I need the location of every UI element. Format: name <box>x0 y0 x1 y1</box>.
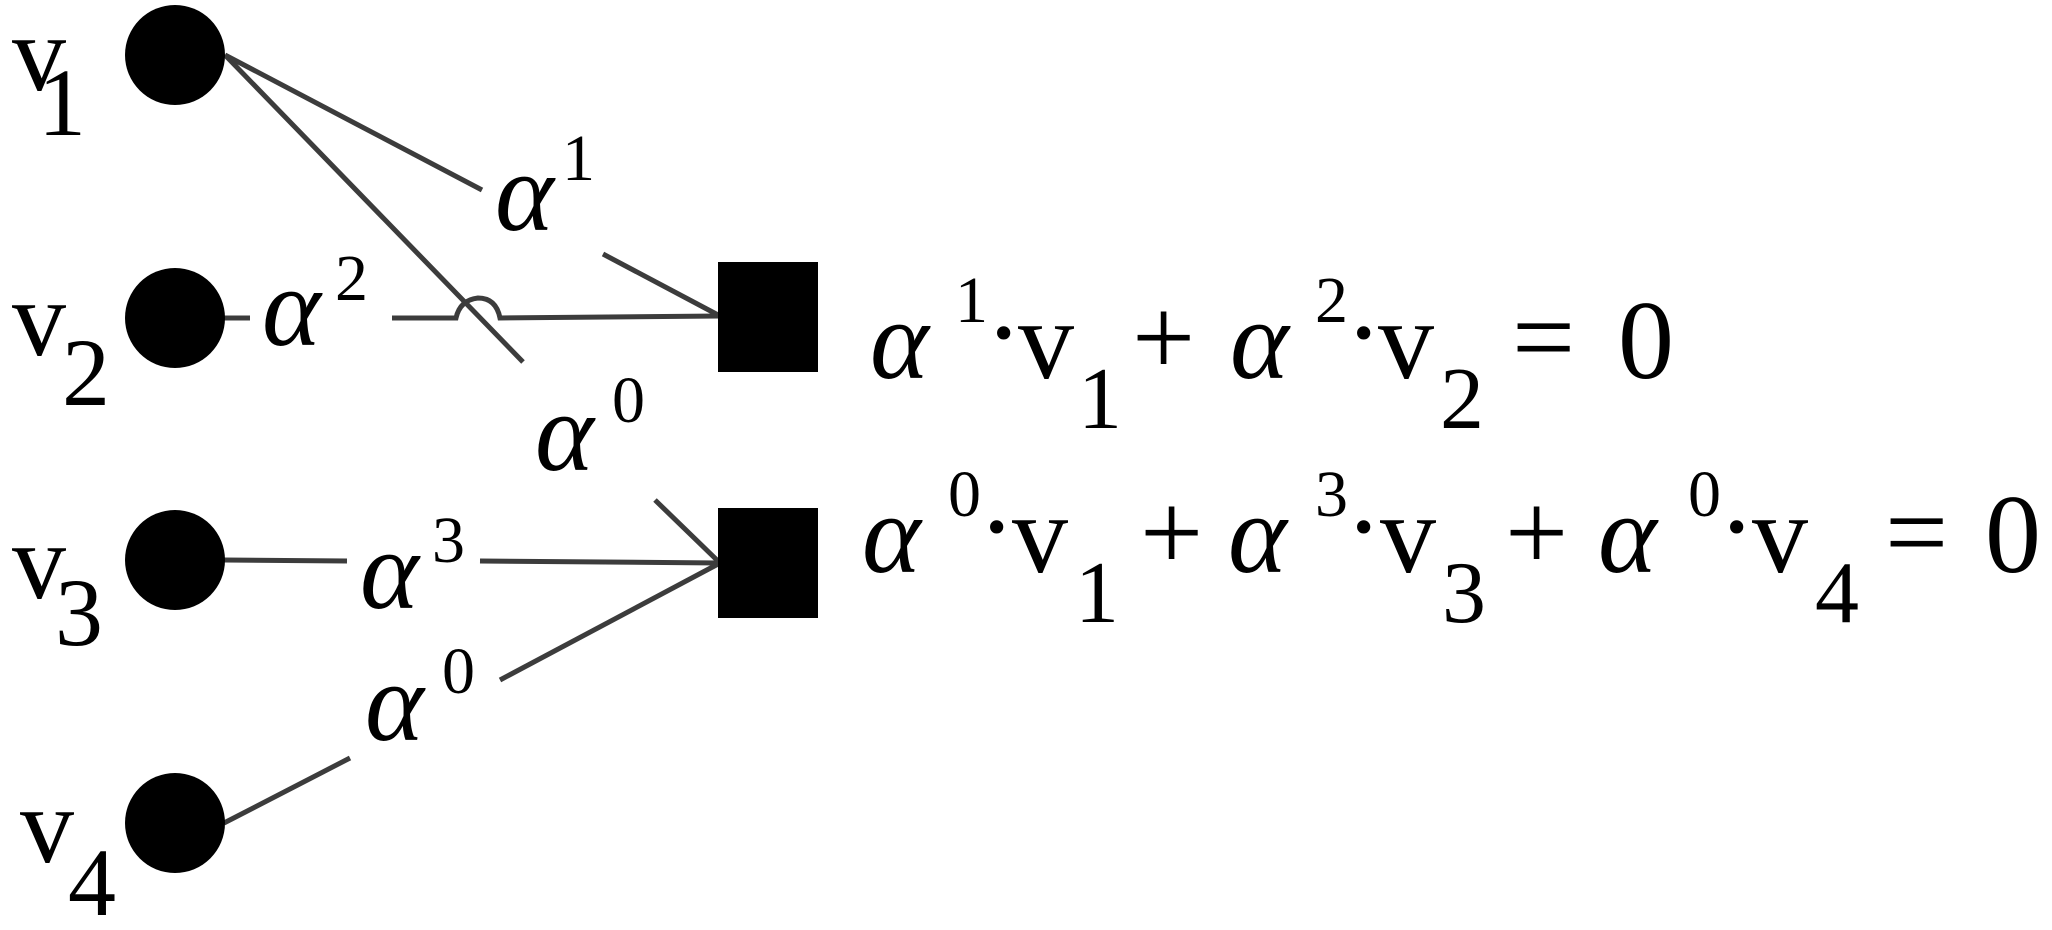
svg-text:·: · <box>1345 465 1382 589</box>
edge-label-v1-c1: α 1 <box>495 122 595 255</box>
svg-text:3: 3 <box>1442 545 1486 642</box>
edge-label-v2-c1: α 2 <box>262 242 368 370</box>
variable-sub-v2: 2 <box>62 319 110 426</box>
svg-text:·: · <box>1345 271 1382 395</box>
svg-text:=: = <box>1885 471 1948 595</box>
check-node-c2 <box>718 508 818 618</box>
equation-2: α 0 · v 1 + α 3 · v 3 + α 0 · v 4 = 0 <box>862 458 2041 642</box>
svg-text:·: · <box>1718 465 1755 589</box>
edge-v1-c1 <box>223 52 722 319</box>
svg-text:v: v <box>1378 279 1434 403</box>
svg-text:+: + <box>1505 471 1568 595</box>
svg-text:1: 1 <box>1075 545 1119 642</box>
svg-text:1: 1 <box>1078 351 1122 448</box>
svg-text:α: α <box>262 246 323 370</box>
svg-text:0: 0 <box>1688 458 1721 531</box>
equation-1: α 1 · v 1 + α 2 · v 2 = 0 <box>870 264 1674 448</box>
svg-text:0: 0 <box>1985 473 2041 597</box>
edge-v2-c1 <box>224 295 721 321</box>
svg-text:0: 0 <box>442 635 475 708</box>
variable-sub-v4: 4 <box>68 829 116 930</box>
svg-text:1: 1 <box>955 264 988 337</box>
variable-sub-v1: 1 <box>38 49 86 156</box>
variable-node-v1 <box>125 5 225 105</box>
svg-text:v: v <box>1380 473 1436 597</box>
svg-text:2: 2 <box>1315 264 1348 337</box>
variable-label-v3: v <box>12 503 66 622</box>
variable-label-v1: v <box>12 0 66 114</box>
svg-text:·: · <box>985 271 1022 395</box>
svg-text:α: α <box>1230 279 1291 403</box>
svg-text:·: · <box>978 465 1015 589</box>
svg-text:1: 1 <box>562 122 595 195</box>
edge-v3-c2 <box>223 557 721 566</box>
svg-text:α: α <box>870 279 931 403</box>
svg-text:α: α <box>495 131 556 255</box>
svg-text:+: + <box>1132 276 1195 400</box>
variable-node-v2 <box>125 268 225 368</box>
svg-text:4: 4 <box>1815 545 1859 642</box>
edge-v1-c2 <box>223 53 722 565</box>
svg-text:v: v <box>1018 279 1074 403</box>
edge-label-v1-c2: α 0 <box>535 364 645 495</box>
svg-text:α: α <box>365 641 426 765</box>
svg-text:=: = <box>1512 276 1575 400</box>
variable-node-v3 <box>125 510 225 610</box>
svg-text:v: v <box>1752 473 1808 597</box>
svg-text:0: 0 <box>612 364 645 437</box>
svg-text:α: α <box>535 371 596 495</box>
edge-label-v4-c2: α 0 <box>365 635 475 765</box>
svg-text:0: 0 <box>948 458 981 531</box>
svg-text:+: + <box>1140 471 1203 595</box>
svg-text:α: α <box>1598 473 1659 597</box>
svg-text:v: v <box>1012 473 1068 597</box>
svg-text:α: α <box>360 509 421 633</box>
variable-node-v4 <box>125 773 225 873</box>
variable-label-v4: v <box>20 767 74 886</box>
svg-text:0: 0 <box>1618 279 1674 403</box>
svg-text:2: 2 <box>335 242 368 315</box>
variable-label-v2: v <box>12 260 66 379</box>
edge-v4-c2 <box>222 560 722 826</box>
svg-text:α: α <box>1228 473 1289 597</box>
edge-label-v3-c2: α 3 <box>360 504 465 633</box>
svg-text:α: α <box>862 473 923 597</box>
svg-text:3: 3 <box>432 504 465 577</box>
check-node-c1 <box>718 262 818 372</box>
svg-text:2: 2 <box>1440 351 1484 448</box>
svg-text:3: 3 <box>1315 458 1348 531</box>
variable-sub-v3: 3 <box>55 559 103 666</box>
